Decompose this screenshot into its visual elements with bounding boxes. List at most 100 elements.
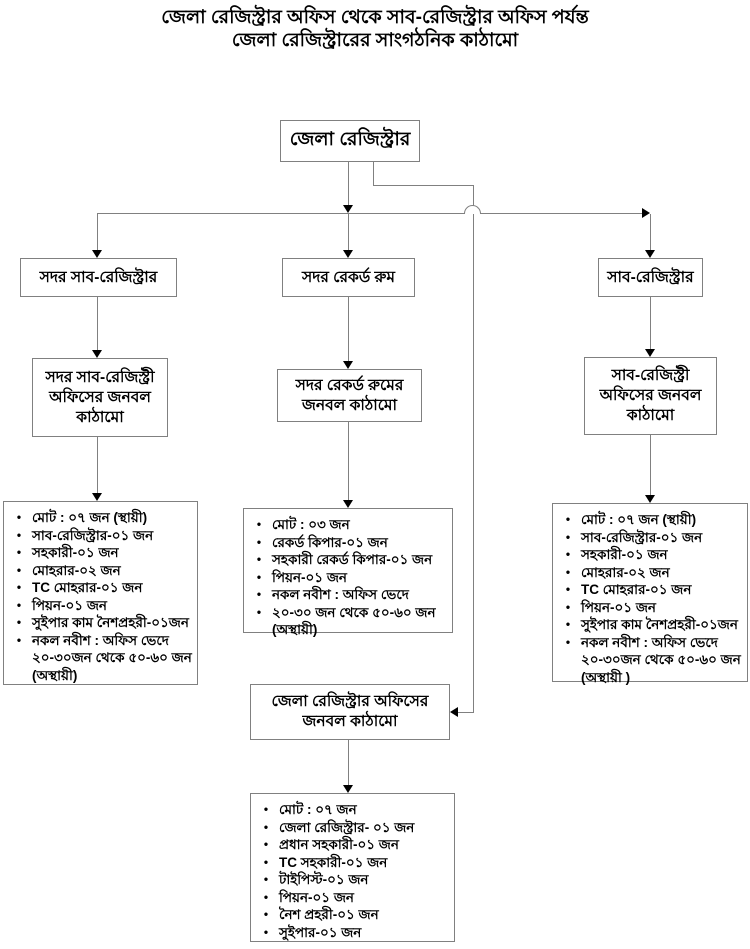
bullet-icon: •: [256, 552, 262, 566]
list-item: •টাইপিস্ট-০১ জন: [253, 871, 452, 889]
node-sadar-sub-registrar: সদর সাব-রেজিস্ট্রার: [20, 258, 177, 297]
node-district-registrar: জেলা রেজিস্ট্রার: [280, 120, 420, 162]
connector-long-vertical: [473, 185, 474, 713]
arrow-down-icon: [92, 350, 102, 358]
list-item: •TC সহকারী-০১ জন: [253, 854, 452, 872]
connector-center-l2-list: [348, 422, 349, 500]
page-title-line1: জেলা রেজিস্ট্রার অফিস থেকে সাব-রেজিস্ট্র…: [161, 7, 589, 28]
bullet-icon: •: [565, 512, 571, 526]
bullet-icon: •: [16, 562, 22, 577]
bullet-icon: •: [256, 604, 262, 619]
connector-center-l1-l2: [348, 297, 349, 361]
node-sub-registry-staff: সাব-রেজিস্ট্রী অফিসের জনবল কাঠামো: [584, 357, 717, 435]
list-item: •মোহরার-০২ জন: [555, 564, 745, 582]
connector-dr-office-to-list: [348, 740, 349, 785]
bullet-icon: •: [263, 889, 269, 904]
list-item: •সহকারী-০১ জন: [6, 544, 195, 562]
arrow-left-icon: [450, 707, 458, 717]
connector-line-hop: [464, 205, 481, 214]
node-sub-registrar: সাব-রেজিস্ট্রার: [598, 258, 703, 297]
list-item: •মোট : ০৩ জন: [246, 516, 450, 534]
list-item: •পিয়ন-০১ জন: [6, 597, 195, 615]
list-dr-office-staff: •মোট : ০৭ জন •জেলা রেজিস্ট্রার- ০১ জন •প…: [250, 793, 455, 942]
connector-offshoot-horizontal: [373, 185, 474, 186]
list-item: •নকল নবীশ : অফিস ভেদে: [246, 586, 450, 604]
arrow-down-icon: [92, 493, 102, 501]
list-item: •সুইপার-০১ জন: [253, 924, 452, 942]
list-item: •সহকারী-০১ জন: [555, 546, 745, 564]
list-item: •মোট : ০৭ জন: [253, 801, 452, 819]
list-item: •মোহরার-০২ জন: [6, 562, 195, 580]
connector-right-l1-l2: [650, 297, 651, 349]
list-item: •সাব-রেজিস্ট্রার-০১ জন: [555, 529, 745, 547]
node-record-room-staff: সদর রেকর্ড রুমের জনবল কাঠামো: [277, 369, 422, 422]
connector-left-l1-l2: [97, 297, 98, 350]
list-item: •সাব-রেজিস্ট্রার-০১ জন: [6, 527, 195, 545]
arrow-down-icon: [645, 349, 655, 357]
list-item: •নকল নবীশ : অফিস ভেদে ২০-৩০জন থেকে ৫০-৬০…: [555, 634, 745, 687]
arrow-down-icon: [343, 361, 353, 369]
arrow-down-icon: [343, 500, 353, 508]
bullet-icon: •: [565, 582, 571, 596]
bullet-icon: •: [16, 580, 22, 594]
bullet-icon: •: [16, 632, 22, 647]
arrow-down-icon: [92, 250, 102, 258]
connector-main-horizontal-right: [481, 213, 642, 214]
bullet-icon: •: [565, 599, 571, 614]
node-dr-office-staff: জেলা রেজিস্ট্রার অফিসের জনবল কাঠামো: [250, 684, 450, 740]
bullet-icon: •: [565, 564, 571, 579]
connector-main-horizontal-left: [97, 213, 465, 214]
list-item: •২০-৩০ জন থেকে ৫০-৬০ জন (অস্থায়ী): [246, 604, 450, 639]
node-sadar-sub-registry-staff: সদর সাব-রেজিস্ট্রী অফিসের জনবল কাঠামো: [32, 358, 168, 437]
list-item: •সুইপার কাম নৈশপ্রহরী-০১জন: [6, 614, 195, 632]
page-title: জেলা রেজিস্ট্রার অফিস থেকে সাব-রেজিস্ট্র…: [0, 6, 750, 52]
page-title-line2: জেলা রেজিস্ট্রারের সাংগঠনিক কাঠামো: [231, 30, 519, 51]
bullet-icon: •: [565, 529, 571, 544]
arrow-down-icon: [645, 495, 655, 503]
bullet-icon: •: [263, 819, 269, 834]
connector-left-l2-list: [97, 437, 98, 493]
list-sadar-sub-registry-staff: •মোট : ০৭ জন (স্থায়ী) •সাব-রেজিস্ট্রার-…: [3, 501, 198, 685]
list-item: •TC মোহরার-০১ জন: [6, 579, 195, 597]
arrow-down-icon: [343, 785, 353, 793]
list-item: •মোট : ০৭ জন (স্থায়ী): [555, 511, 745, 529]
bullet-icon: •: [263, 837, 269, 851]
connector-drop-center: [348, 214, 349, 250]
list-item: •পিয়ন-০১ জন: [246, 569, 450, 587]
node-sadar-record-room: সদর রেকর্ড রুম: [282, 258, 415, 297]
bullet-icon: •: [263, 854, 269, 869]
bullet-icon: •: [263, 924, 269, 939]
list-item: •প্রধান সহকারী-০১ জন: [253, 836, 452, 854]
arrow-down-icon: [343, 205, 353, 213]
connector-drop-right: [650, 214, 651, 250]
bullet-icon: •: [256, 517, 262, 531]
list-item: •পিয়ন-০১ জন: [555, 599, 745, 617]
list-item: •জেলা রেজিস্ট্রার- ০১ জন: [253, 819, 452, 837]
bullet-icon: •: [263, 802, 269, 816]
arrow-down-icon: [343, 250, 353, 258]
bullet-icon: •: [16, 615, 22, 629]
bullet-icon: •: [263, 872, 269, 886]
arrow-right-icon: [642, 208, 650, 218]
connector-drop-left: [97, 214, 98, 250]
bullet-icon: •: [16, 510, 22, 524]
list-record-room-staff: •মোট : ০৩ জন •রেকর্ড কিপার-০১ জন •সহকারী…: [243, 508, 453, 637]
arrow-down-icon: [645, 250, 655, 258]
list-item: •সহকারী রেকর্ড কিপার-০১ জন: [246, 551, 450, 569]
list-item: •মোট : ০৭ জন (স্থায়ী): [6, 509, 195, 527]
bullet-icon: •: [16, 597, 22, 612]
bullet-icon: •: [256, 587, 262, 601]
list-item: •TC মোহরার-০১ জন: [555, 581, 745, 599]
list-item: •সুইপার কাম নৈশপ্রহরী-০১জন: [555, 616, 745, 634]
list-sub-registry-staff: •মোট : ০৭ জন (স্থায়ী) •সাব-রেজিস্ট্রার-…: [552, 503, 748, 685]
bullet-icon: •: [16, 527, 22, 542]
bullet-icon: •: [565, 617, 571, 631]
bullet-icon: •: [256, 569, 262, 584]
list-item: •নৈশ প্রহরী-০১ জন: [253, 906, 452, 924]
list-item: •পিয়ন-০১ জন: [253, 889, 452, 907]
connector-into-dr-office: [458, 712, 474, 713]
bullet-icon: •: [263, 907, 269, 921]
bullet-icon: •: [16, 545, 22, 559]
bullet-icon: •: [565, 634, 571, 649]
